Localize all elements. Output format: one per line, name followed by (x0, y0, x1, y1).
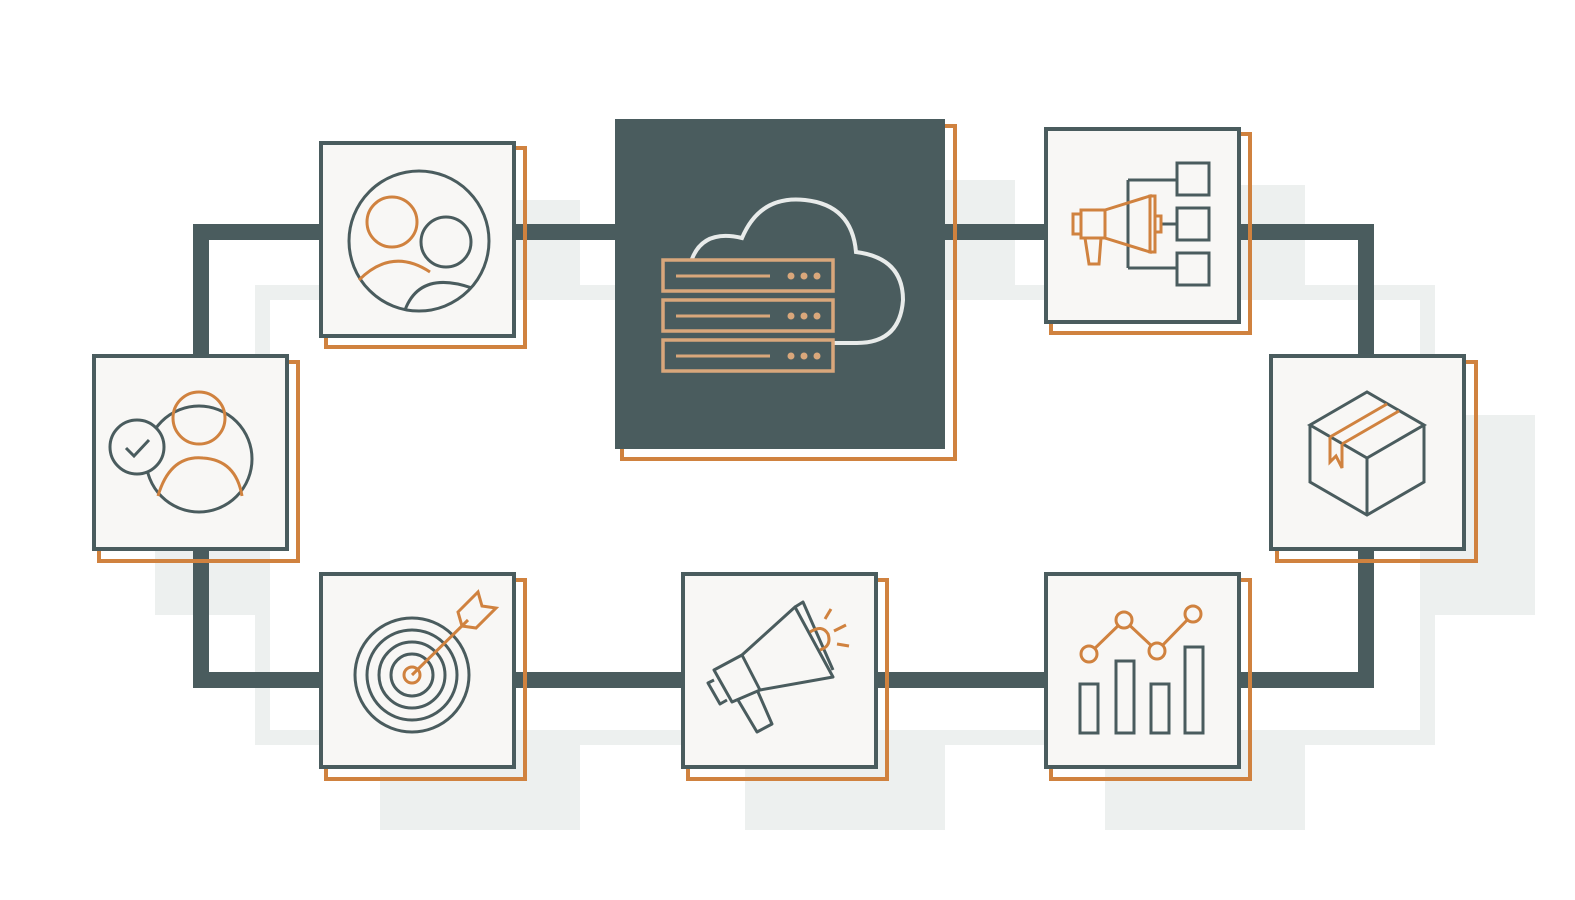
node-team (319, 141, 527, 349)
node-marketing-flow (1044, 127, 1252, 335)
node-analytics (1044, 572, 1252, 781)
node-package (1269, 354, 1478, 563)
package-box-icon (1307, 390, 1427, 517)
node-cloud-hub (615, 119, 957, 461)
team-users-icon (347, 169, 491, 313)
node-user-verified (92, 354, 300, 563)
megaphone-flowchart-icon (1071, 161, 1211, 287)
node-target (319, 572, 527, 781)
user-check-icon (108, 390, 254, 514)
bar-line-chart-icon (1078, 604, 1205, 735)
connector-lines (193, 224, 1374, 688)
target-arrow-icon (353, 589, 500, 734)
cloud-server-icon (661, 197, 906, 373)
megaphone-icon (706, 600, 850, 734)
node-announce (681, 572, 889, 781)
